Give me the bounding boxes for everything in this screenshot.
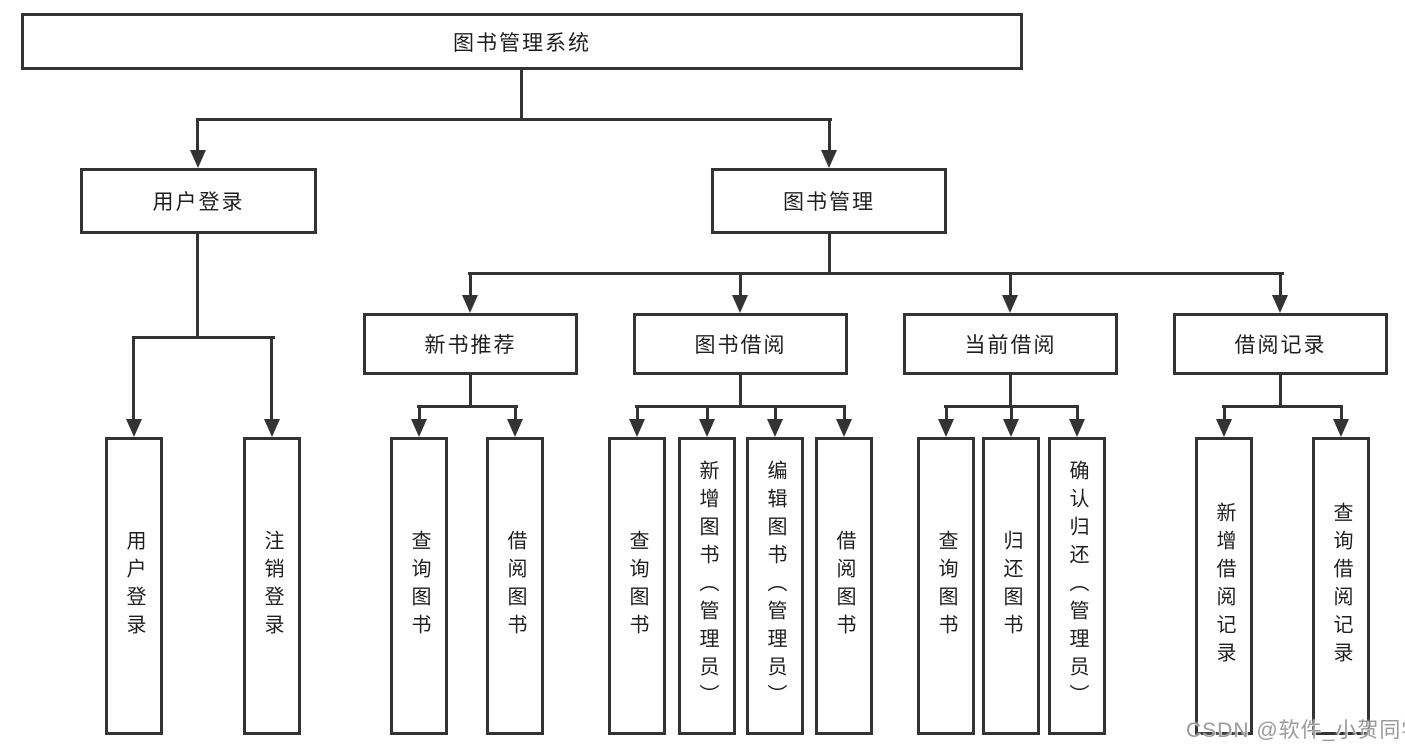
arrowhead-down-icon [190,150,206,168]
connector-line [132,336,275,339]
node-label: 用户登录 [152,191,245,214]
connector-line [828,234,831,275]
leaf-label: 确认归还（管理员） [1066,460,1088,712]
arrowhead-down-icon [821,150,837,168]
arrowhead-down-icon [462,295,478,313]
connector-line [1010,405,1013,421]
arrowhead-down-icon [507,419,523,437]
leaf-add-borrow-record: 新增借阅记录 [1195,437,1253,735]
leaf-borrow-books: 借阅图书 [815,437,873,735]
leaf-label: 编辑图书（管理员） [764,460,786,712]
arrowhead-down-icon [1069,419,1085,437]
connector-line [1076,405,1079,421]
leaf-label: 借阅图书 [504,530,526,642]
leaf-query-borrow-record: 查询借阅记录 [1312,437,1370,735]
node-book-borrow: 图书借阅 [633,313,848,375]
connector-line [635,405,846,408]
leaf-label: 查询借阅记录 [1330,502,1352,670]
connector-line [1009,272,1012,297]
leaf-borrow-books: 借阅图书 [486,437,544,735]
leaf-user-login: 用户登录 [105,437,163,735]
connector-line [468,272,1284,275]
arrowhead-down-icon [1003,419,1019,437]
leaf-label: 查询图书 [408,530,430,642]
node-current-borrow: 当前借阅 [903,313,1118,375]
leaf-edit-books-admin: 编辑图书（管理员） [746,437,804,735]
connector-line [418,405,421,421]
arrowhead-down-icon [836,419,852,437]
arrowhead-down-icon [732,295,748,313]
connector-line [1279,375,1282,408]
connector-line [843,405,846,421]
arrowhead-down-icon [1002,295,1018,313]
connector-line [270,336,273,421]
connector-line [469,272,472,297]
leaf-label: 查询图书 [626,530,648,642]
csdn-watermark: CSDN @软件_小贺同学 [1186,719,1405,742]
connector-line [774,405,777,421]
arrowhead-down-icon [1216,419,1232,437]
arrowhead-down-icon [264,419,280,437]
node-book-management: 图书管理 [711,168,947,234]
leaf-confirm-return-admin: 确认归还（管理员） [1048,437,1106,735]
arrowhead-down-icon [1272,295,1288,313]
connector-line [514,405,517,421]
leaf-label: 用户登录 [123,530,145,642]
connector-line [196,234,199,339]
arrowhead-down-icon [411,419,427,437]
leaf-query-books: 查询图书 [917,437,975,735]
leaf-label: 注销登录 [261,530,283,642]
node-label: 借阅记录 [1234,334,1327,357]
connector-line [706,405,709,421]
node-user-login: 用户登录 [80,168,317,234]
connector-line [417,405,518,408]
connector-line [739,272,742,297]
connector-line [1223,405,1226,421]
leaf-add-books-admin: 新增图书（管理员） [678,437,736,735]
arrowhead-down-icon [629,419,645,437]
connector-line [132,336,135,421]
node-label: 新书推荐 [424,334,517,357]
connector-line [520,70,523,121]
leaf-label: 查询图书 [935,530,957,642]
arrowhead-down-icon [699,419,715,437]
node-label: 图书借阅 [694,334,787,357]
connector-line [739,375,742,408]
node-borrow-records: 借阅记录 [1173,313,1388,375]
leaf-return-books: 归还图书 [982,437,1040,735]
node-label: 图书管理 [783,191,875,214]
leaf-label: 新增借阅记录 [1213,502,1235,670]
leaf-query-books: 查询图书 [390,437,448,735]
arrowhead-down-icon [938,419,954,437]
arrowhead-down-icon [767,419,783,437]
node-label: 当前借阅 [964,334,1057,357]
connector-line [469,375,472,408]
arrowhead-down-icon [1333,419,1349,437]
connector-line [945,405,948,421]
node-new-book-recommend: 新书推荐 [363,313,578,375]
connector-line [636,405,639,421]
leaf-query-books: 查询图书 [608,437,666,735]
leaf-label: 归还图书 [1000,530,1022,642]
node-root: 图书管理系统 [21,13,1023,70]
leaf-label: 借阅图书 [833,530,855,642]
connector-line [1279,272,1282,297]
connector-line [828,118,831,152]
connector-line [196,118,199,152]
leaf-logout: 注销登录 [243,437,301,735]
connector-line [1009,375,1012,408]
node-label: 图书管理系统 [453,31,591,55]
connector-line [1222,405,1343,408]
leaf-label: 新增图书（管理员） [696,460,718,712]
connector-line [1340,405,1343,421]
connector-line [196,118,832,121]
arrowhead-down-icon [126,419,142,437]
